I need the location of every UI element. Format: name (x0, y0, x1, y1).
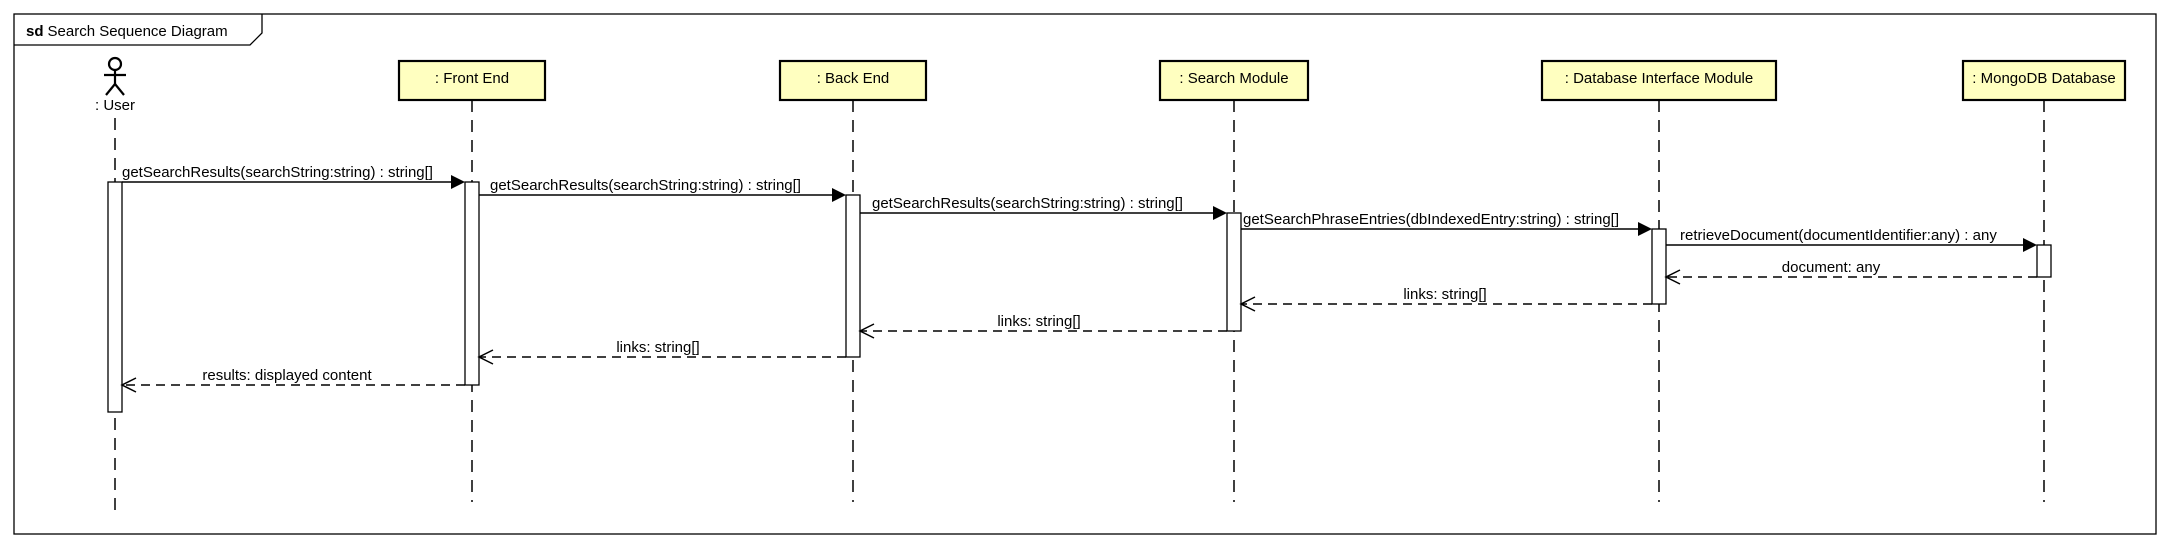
participant-mongo: : MongoDB Database (1961, 59, 2127, 102)
message-1: getSearchResults(searchString:string) : … (122, 164, 465, 189)
message-6-arrowhead-icon (1664, 269, 1681, 285)
participant-user: : User (95, 56, 135, 114)
actor-right-leg (114, 83, 125, 96)
message-5: retrieveDocument(documentIdentifier:any)… (1666, 227, 2037, 252)
participant-label-frontend: : Front End (435, 70, 509, 87)
message-6-label: document: any (1782, 259, 1881, 276)
message-4-label: getSearchPhraseEntries(dbIndexedEntry:st… (1243, 211, 1619, 228)
message-8: links: string[] (858, 313, 1227, 339)
message-7-arrowhead-icon (1239, 296, 1256, 312)
frame-keyword: sd (26, 23, 44, 40)
activation-mongo (2036, 244, 2052, 278)
activation-search (1226, 212, 1242, 332)
participant-label-dbi: : Database Interface Module (1565, 70, 1753, 87)
participant-label-backend: : Back End (817, 70, 890, 87)
participant-box-search (1158, 59, 1310, 102)
message-8-arrowhead-icon (858, 323, 875, 339)
message-8-label: links: string[] (997, 313, 1080, 330)
message-2-arrowhead-icon (832, 188, 846, 202)
message-4: getSearchPhraseEntries(dbIndexedEntry:st… (1241, 211, 1652, 236)
actor-head-icon (107, 56, 123, 72)
activation-user (107, 181, 123, 413)
message-10-arrowhead-icon (120, 377, 137, 393)
message-2: getSearchResults(searchString:string) : … (479, 177, 846, 202)
frame-tab (14, 14, 263, 46)
message-3-arrowhead-icon (1213, 206, 1227, 220)
message-9-label: links: string[] (616, 339, 699, 356)
participant-backend: : Back End (778, 59, 928, 102)
participant-frontend: : Front End (397, 59, 547, 102)
message-7-label: links: string[] (1403, 286, 1486, 303)
participant-label-mongo: : MongoDB Database (1972, 70, 2115, 87)
actor-left-leg (105, 83, 116, 96)
message-6: document: any (1664, 259, 2037, 285)
participant-label-search: : Search Module (1179, 70, 1288, 87)
message-2-label: getSearchResults(searchString:string) : … (490, 177, 801, 194)
message-4-arrowhead-icon (1638, 222, 1652, 236)
message-9: links: string[] (477, 339, 846, 365)
activation-dbi (1651, 228, 1667, 305)
message-10: results: displayed content (120, 367, 465, 393)
activation-backend (845, 194, 861, 358)
frame-title-text: Search Sequence Diagram (48, 23, 228, 40)
message-3: getSearchResults(searchString:string) : … (860, 195, 1227, 220)
message-10-label: results: displayed content (202, 367, 372, 384)
message-5-label: retrieveDocument(documentIdentifier:any)… (1680, 227, 1997, 244)
participant-box-mongo (1961, 59, 2127, 102)
message-1-arrowhead-icon (451, 175, 465, 189)
message-1-label: getSearchResults(searchString:string) : … (122, 164, 433, 181)
activation-frontend (464, 181, 480, 386)
message-3-label: getSearchResults(searchString:string) : … (872, 195, 1183, 212)
participant-label-user: : User (95, 97, 135, 114)
diagram-frame (13, 13, 2157, 535)
message-7: links: string[] (1239, 286, 1652, 312)
participant-search: : Search Module (1158, 59, 1310, 102)
message-9-arrowhead-icon (477, 349, 494, 365)
message-5-arrowhead-icon (2023, 238, 2037, 252)
participant-dbi: : Database Interface Module (1540, 59, 1778, 102)
